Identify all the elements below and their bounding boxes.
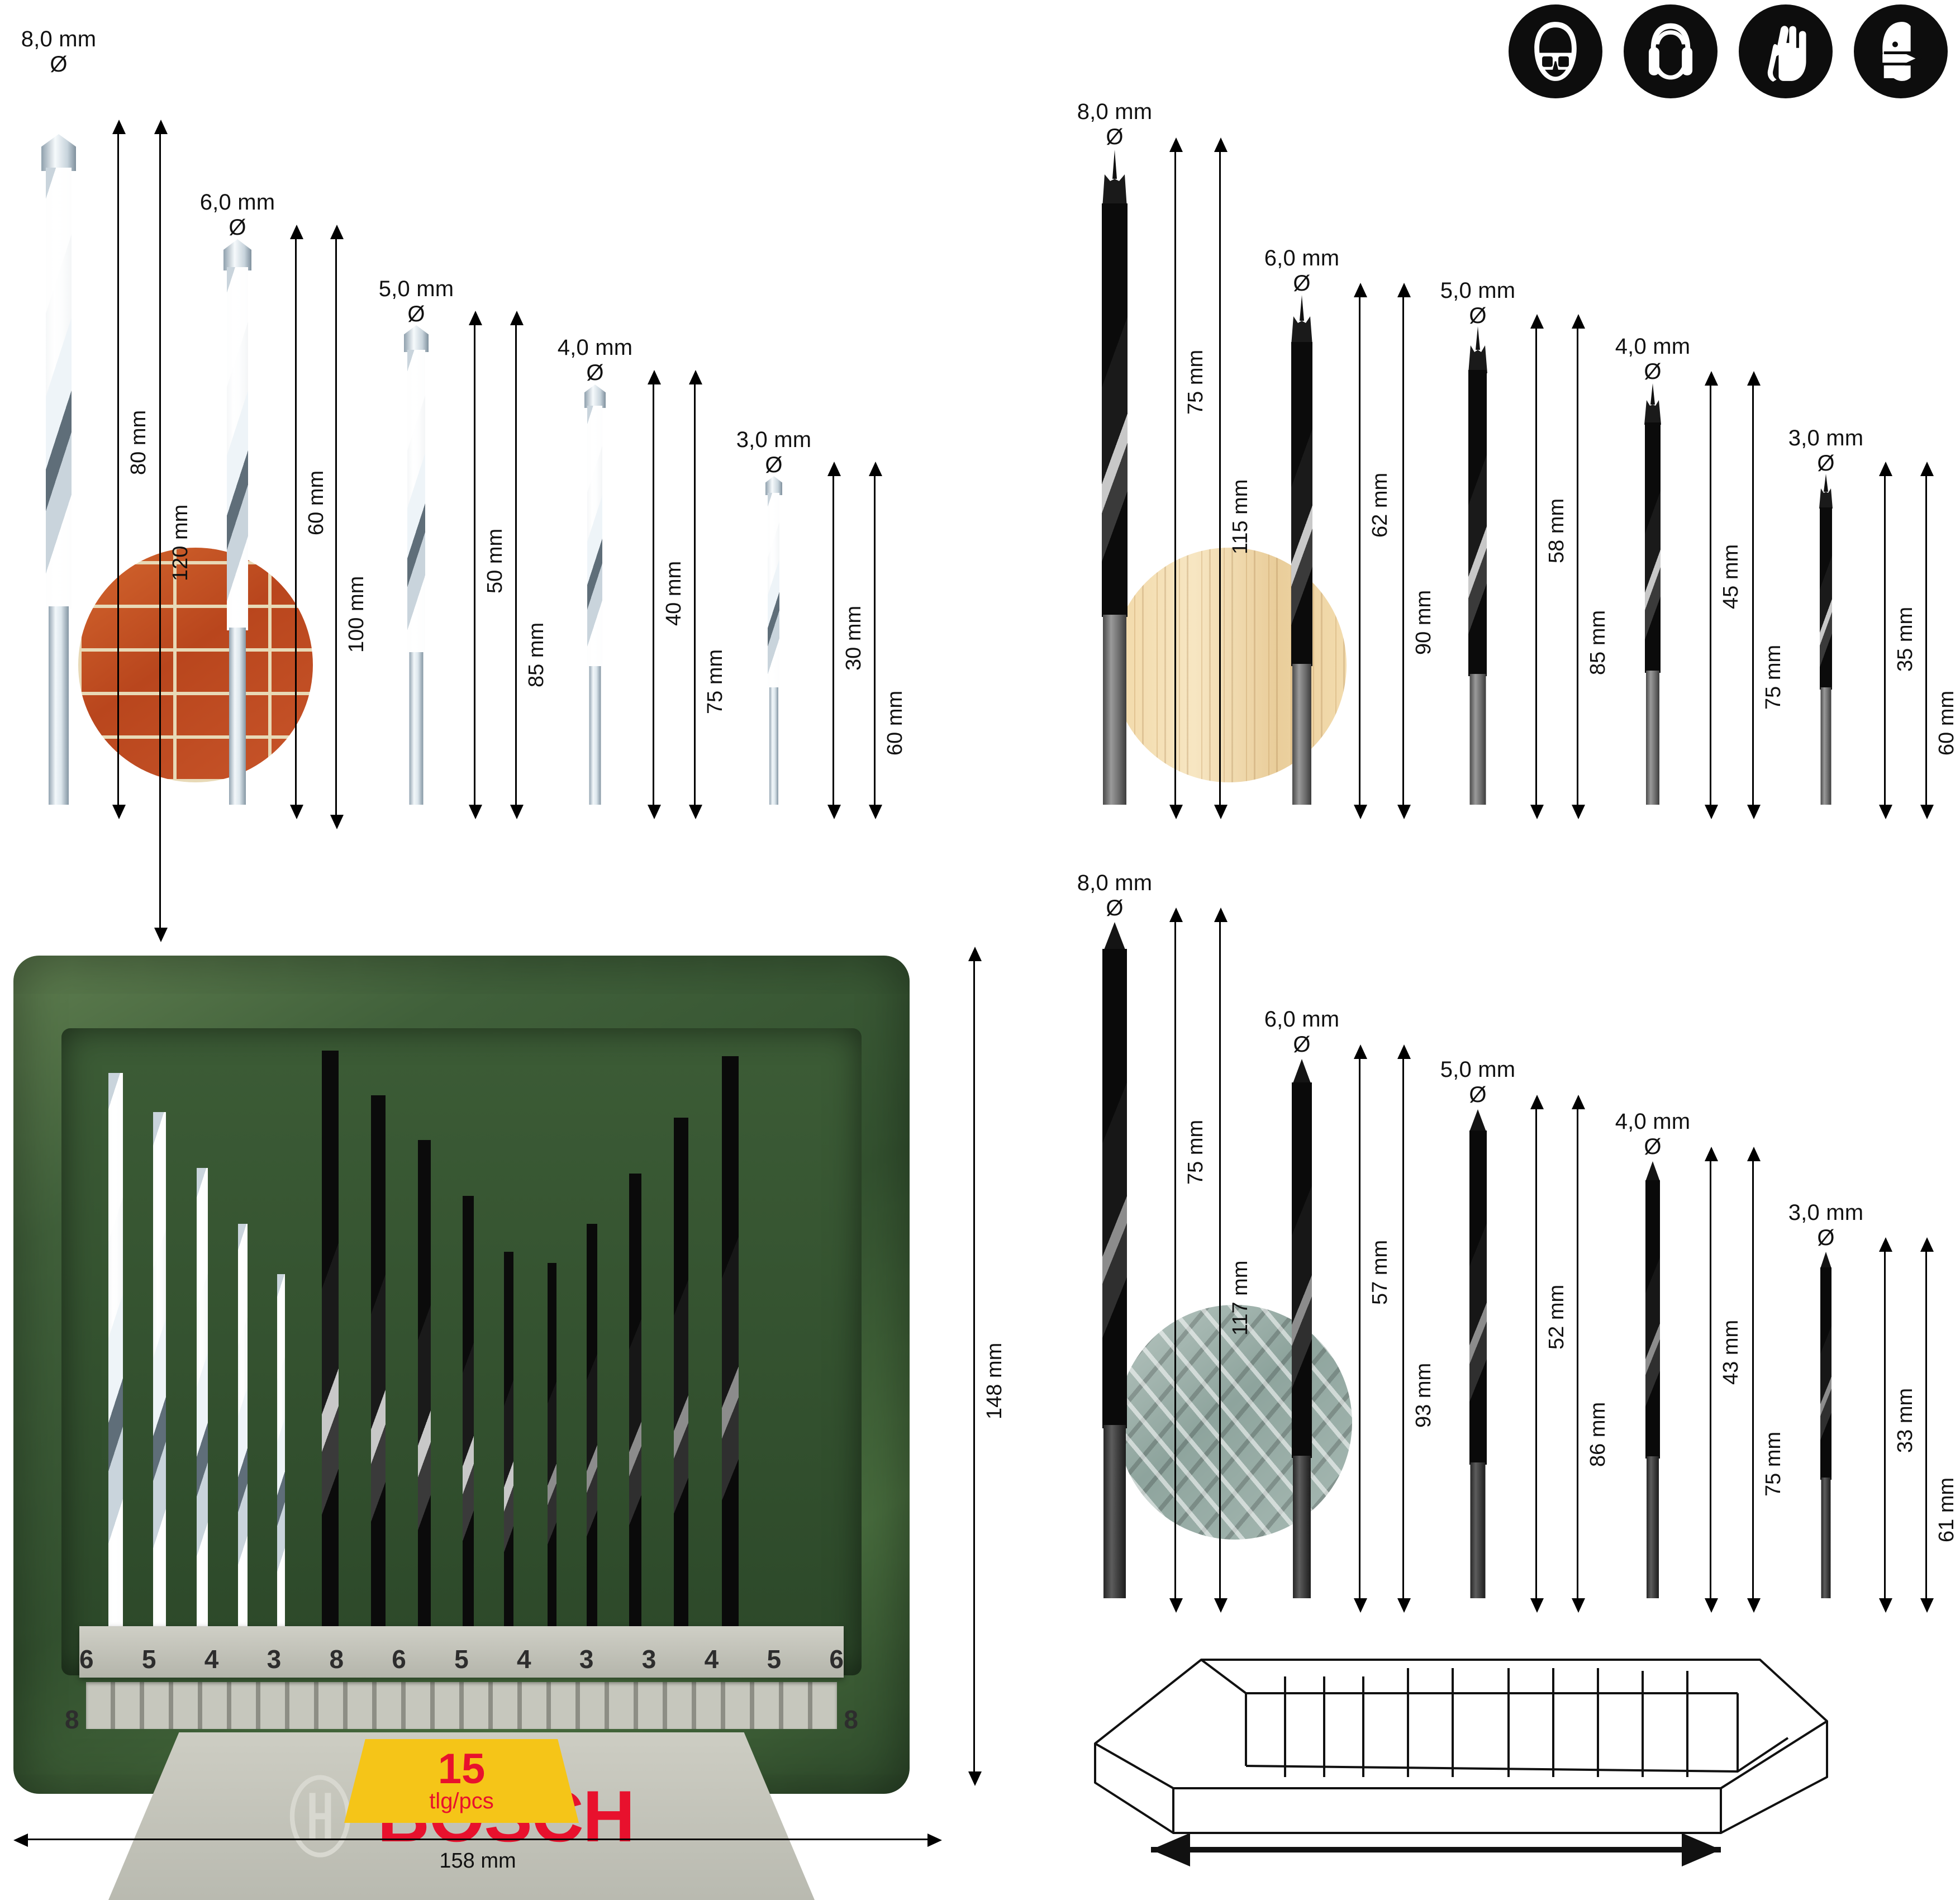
case-width-dim: 158 mm	[13, 1834, 942, 1873]
diameter-label: 5,0 mm Ø	[1440, 278, 1516, 328]
masonry-bit	[404, 325, 429, 805]
working-length-dim: 50 mm	[469, 311, 507, 819]
wood-bit	[1818, 474, 1834, 805]
diameter-label: 6,0 mm Ø	[199, 190, 275, 240]
slot-number: 3	[641, 1645, 656, 1674]
wood-bit	[1099, 150, 1130, 805]
total-length-dim: 93 mm	[1397, 1044, 1435, 1613]
diameter-label: 6,0 mm Ø	[1264, 246, 1340, 296]
total-length-dim: 75 mm	[1747, 371, 1785, 819]
safety-pictogram-row	[1509, 4, 1948, 98]
case-width-label: 158 mm	[439, 1849, 516, 1873]
working-length-dim: 45 mm	[1705, 371, 1743, 819]
case-height-label: 148 mm	[983, 1342, 1006, 1419]
metal-bit	[1819, 1252, 1833, 1598]
working-length-dim: 75 mm	[1169, 908, 1207, 1613]
total-length-dim: 86 mm	[1572, 1095, 1610, 1613]
working-length-dim: 40 mm	[648, 370, 686, 819]
slot-number: 5	[141, 1645, 156, 1674]
ear-protection-icon	[1624, 4, 1718, 98]
slot-number: 4	[204, 1645, 219, 1674]
protective-gloves-icon	[1739, 4, 1833, 98]
working-length-dim: 57 mm	[1354, 1044, 1392, 1613]
total-length-dim: 90 mm	[1397, 283, 1435, 819]
slot-number: 4	[704, 1645, 719, 1674]
diameter-label: 8,0 mm Ø	[21, 27, 97, 77]
wood-bit	[1643, 383, 1663, 805]
total-length-dim: 120 mm	[154, 120, 192, 942]
wood-bit	[1466, 326, 1490, 805]
brick-material-circle	[78, 548, 313, 782]
total-length-dim: 75 mm	[1747, 1147, 1785, 1613]
slot-number: 6	[829, 1645, 844, 1674]
slot-number: 6	[79, 1645, 94, 1674]
working-length-dim: 43 mm	[1705, 1147, 1743, 1613]
case-outline-sketch	[1062, 1637, 1855, 1850]
working-length-dim: 80 mm	[112, 120, 150, 819]
total-length-dim: 60 mm	[1920, 462, 1958, 819]
working-length-dim: 35 mm	[1879, 462, 1917, 819]
metal-bit	[1467, 1109, 1488, 1598]
slot-number: 3	[579, 1645, 594, 1674]
case-upper-rail	[79, 1626, 844, 1678]
slot-number-left-8: 8	[65, 1705, 79, 1734]
diameter-label: 4,0 mm Ø	[1615, 1109, 1691, 1159]
working-length-dim: 30 mm	[827, 462, 865, 819]
working-length-dim: 60 mm	[290, 225, 328, 819]
case-bit-well	[75, 1039, 848, 1671]
dust-mask-icon	[1854, 4, 1948, 98]
working-length-dim: 75 mm	[1169, 137, 1207, 819]
slot-number: 5	[454, 1645, 469, 1674]
slot-number: 8	[329, 1645, 344, 1674]
metal-bit	[1100, 922, 1129, 1598]
diameter-label: 5,0 mm Ø	[1440, 1057, 1516, 1107]
masonry-bit	[41, 134, 76, 805]
steel-material-circle	[1117, 1305, 1352, 1540]
metal-bit	[1290, 1059, 1314, 1598]
masonry-bit	[223, 239, 251, 805]
bosch-logo-mark	[290, 1775, 351, 1858]
case-slot-numbers-upper: 6 5 4 3 8 6 5 4 3 3 4 5 6	[79, 1644, 844, 1674]
case-bit-clip-strip	[86, 1682, 837, 1729]
diameter-label: 3,0 mm Ø	[1788, 1200, 1864, 1250]
diameter-label: 4,0 mm Ø	[1615, 334, 1691, 384]
diameter-label: 3,0 mm Ø	[1788, 426, 1864, 476]
slot-number: 6	[392, 1645, 406, 1674]
metal-bit	[1644, 1161, 1662, 1598]
case-slide-direction-arrow	[1117, 1833, 1754, 1866]
diameter-label: 4,0 mm Ø	[557, 335, 633, 385]
total-length-dim: 85 mm	[1572, 314, 1610, 819]
diameter-label: 8,0 mm Ø	[1077, 99, 1153, 149]
working-length-dim: 33 mm	[1879, 1237, 1917, 1613]
piece-count-unit: tlg/pcs	[429, 1789, 494, 1814]
total-length-dim: 115 mm	[1214, 137, 1252, 819]
diameter-label: 6,0 mm Ø	[1264, 1007, 1340, 1057]
wood-bit	[1288, 295, 1315, 805]
working-length-dim: 58 mm	[1530, 314, 1568, 819]
slot-number: 4	[517, 1645, 531, 1674]
diameter-label: 5,0 mm Ø	[378, 277, 454, 326]
diameter-label: 3,0 mm Ø	[736, 428, 812, 477]
slot-number-right-8: 8	[844, 1705, 858, 1734]
total-length-dim: 75 mm	[689, 370, 727, 819]
slot-number: 5	[767, 1645, 782, 1674]
diameter-label: 8,0 mm Ø	[1077, 871, 1153, 920]
total-length-dim: 61 mm	[1920, 1237, 1958, 1613]
bosch-case-photo: 6 5 4 3 8 6 5 4 3 3 4 5 6 8 8 BOSCH 15 t…	[13, 956, 910, 1900]
working-length-dim: 52 mm	[1530, 1095, 1568, 1613]
eye-protection-icon	[1509, 4, 1602, 98]
working-length-dim: 62 mm	[1354, 283, 1392, 819]
total-length-dim: 117 mm	[1214, 908, 1252, 1613]
masonry-bit	[584, 384, 606, 805]
piece-count-number: 15	[437, 1745, 486, 1793]
total-length-dim: 85 mm	[510, 311, 548, 819]
masonry-bit	[765, 476, 782, 805]
slot-number: 3	[267, 1645, 282, 1674]
case-height-dim: 148 mm	[968, 947, 1006, 1786]
total-length-dim: 100 mm	[330, 225, 368, 829]
piece-count-badge: 15 tlg/pcs	[344, 1739, 579, 1823]
total-length-dim: 60 mm	[869, 462, 907, 819]
